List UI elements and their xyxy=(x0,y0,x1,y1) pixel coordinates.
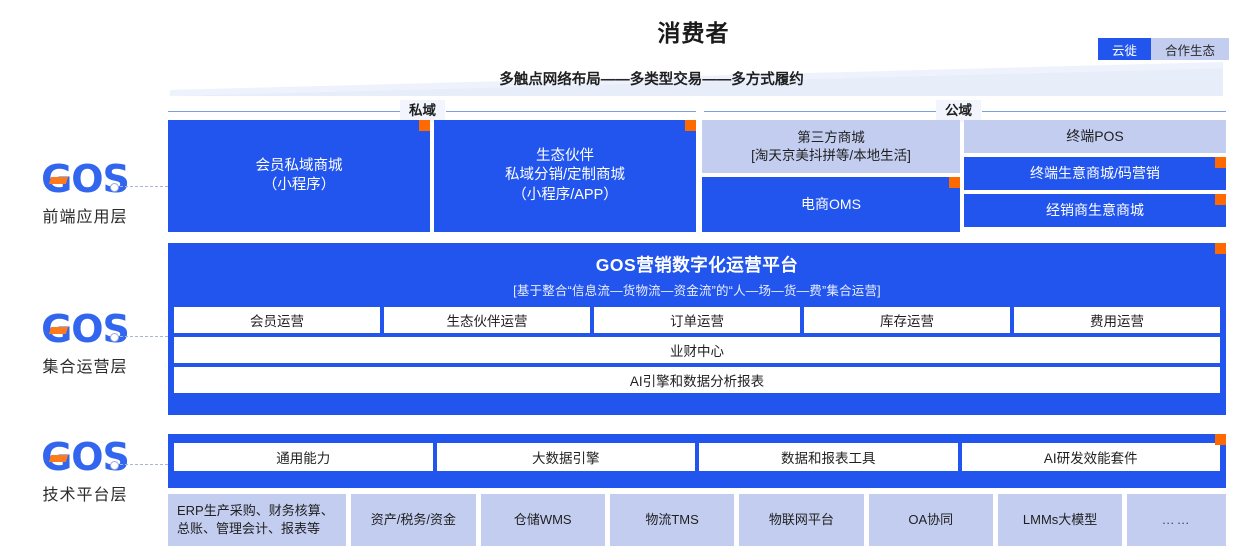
ops-row-ai-analytics[interactable]: AI引擎和数据分析报表 xyxy=(174,367,1220,393)
ops-module-expense[interactable]: 费用运营 xyxy=(1014,307,1220,333)
card-text: 会员私域商城 （小程序） xyxy=(255,157,343,193)
funnel-banner: 多触点网络布局——多类型交易——多方式履约 xyxy=(170,62,1223,96)
foundation-item-tms[interactable]: 物流TMS xyxy=(609,494,735,546)
card-text: 第三方商城 [淘天京美抖拼等/本地生活] xyxy=(751,129,911,163)
card-text: 经销商生意商城 xyxy=(1046,202,1144,219)
tech-module-general-capability[interactable]: 通用能力 xyxy=(174,443,433,471)
domain-divider: 私域 公域 xyxy=(168,100,1226,122)
card-text: 电商OMS xyxy=(801,196,861,213)
corner-marker-icon xyxy=(1215,194,1226,205)
frontend-card-terminal-business-mall[interactable]: 终端生意商城/码营销 xyxy=(964,157,1226,190)
corner-marker-icon xyxy=(1215,434,1226,445)
rail-label-tech: 技术平台层 xyxy=(42,487,128,504)
gos-logo-ops: GOS xyxy=(41,310,130,348)
legend-item-brand: 云徙 xyxy=(1097,38,1151,60)
connector-dot-icon xyxy=(110,460,119,470)
legend-item-partner: 合作生态 xyxy=(1150,38,1229,60)
domain-line-right xyxy=(982,111,1226,112)
connector-frontend xyxy=(110,182,168,192)
foundation-item-asset-tax[interactable]: 资产/税务/资金 xyxy=(351,494,476,546)
ops-module-stock[interactable]: 库存运营 xyxy=(804,307,1010,333)
corner-marker-icon xyxy=(419,120,430,131)
foundation-item-lmms[interactable]: LMMs大模型 xyxy=(997,494,1123,546)
funnel-shape xyxy=(170,62,1223,96)
funnel-label: 多触点网络布局——多类型交易——多方式履约 xyxy=(499,72,804,88)
gos-logo-tech: GOS xyxy=(41,438,130,476)
card-text: 生态伙伴 私域分销/定制商城 （小程序/APP） xyxy=(504,148,626,203)
tech-module-row: 通用能力 大数据引擎 数据和报表工具 AI研发效能套件 xyxy=(174,443,1220,471)
rail-label-frontend: 前端应用层 xyxy=(42,209,128,226)
connector-dash-line xyxy=(120,336,168,338)
domain-label-public: 公域 xyxy=(936,100,981,122)
card-text: 终端POS xyxy=(1066,128,1124,145)
ops-module-order[interactable]: 订单运营 xyxy=(594,307,800,333)
tech-module-report-tools[interactable]: 数据和报表工具 xyxy=(699,443,958,471)
gos-logo-accent-icon xyxy=(48,327,69,334)
corner-marker-icon xyxy=(1215,243,1226,254)
ops-module-row: 会员运营 生态伙伴运营 订单运营 库存运营 费用运营 xyxy=(174,307,1220,333)
rail-tech: GOS 技术平台层 xyxy=(10,438,160,505)
page-title-text: 消费者 xyxy=(657,20,730,46)
rail-ops: GOS 集合运营层 xyxy=(10,310,160,377)
frontend-card-ecommerce-oms[interactable]: 电商OMS xyxy=(702,177,960,232)
frontend-card-third-party-mall[interactable]: 第三方商城 [淘天京美抖拼等/本地生活] xyxy=(702,120,960,173)
domain-line-mid-b xyxy=(704,111,936,112)
card-text: 终端生意商城/码营销 xyxy=(1030,165,1160,182)
ops-row-finance-center[interactable]: 业财中心 xyxy=(174,337,1220,363)
frontend-card-terminal-pos[interactable]: 终端POS xyxy=(964,120,1226,153)
legend: 云徙 合作生态 xyxy=(1097,38,1229,60)
corner-marker-icon xyxy=(949,177,960,188)
domain-line-mid-a xyxy=(446,111,696,112)
corner-marker-icon xyxy=(685,120,696,131)
rail-frontend: GOS 前端应用层 xyxy=(10,160,160,227)
foundation-item-more[interactable]: …… xyxy=(1127,494,1227,546)
connector-dot-icon xyxy=(110,332,119,342)
foundation-systems-row: ERP生产采购、财务核算、总账、管理会计、报表等 资产/税务/资金 仓储WMS … xyxy=(168,494,1227,546)
frontend-card-ecosystem-partner[interactable]: 生态伙伴 私域分销/定制商城 （小程序/APP） xyxy=(434,120,696,232)
domain-line-left xyxy=(168,111,400,112)
frontend-card-member-mall[interactable]: 会员私域商城 （小程序） xyxy=(168,120,430,232)
ops-platform-subtitle: [基于整合“信息流—货物流—资金流”的“人—场—货—费”集合运营] xyxy=(513,284,881,298)
connector-tech xyxy=(110,460,168,470)
gos-logo-frontend: GOS xyxy=(41,160,130,198)
domain-label-private: 私域 xyxy=(400,100,445,122)
page-title: 消费者 xyxy=(0,14,1243,48)
foundation-item-oa[interactable]: OA协同 xyxy=(868,494,993,546)
gos-logo-accent-icon xyxy=(48,177,69,184)
frontend-application-layer: 会员私域商城 （小程序） 生态伙伴 私域分销/定制商城 （小程序/APP） 第三… xyxy=(168,120,1226,232)
gos-logo-accent-icon xyxy=(48,455,69,462)
foundation-item-erp[interactable]: ERP生产采购、财务核算、总账、管理会计、报表等 xyxy=(168,494,347,546)
foundation-item-iot[interactable]: 物联网平台 xyxy=(739,494,864,546)
connector-dash-line xyxy=(120,186,168,188)
connector-dash-line xyxy=(120,464,168,466)
ops-platform-title: GOS营销数字化运营平台 xyxy=(595,255,799,275)
tech-module-ai-devkit[interactable]: AI研发效能套件 xyxy=(961,443,1220,471)
aggregated-operation-layer: GOS营销数字化运营平台 [基于整合“信息流—货物流—资金流”的“人—场—货—费… xyxy=(168,243,1226,415)
foundation-item-wms[interactable]: 仓储WMS xyxy=(480,494,605,546)
ops-module-member[interactable]: 会员运营 xyxy=(174,307,380,333)
connector-ops xyxy=(110,332,168,342)
tech-module-bigdata-engine[interactable]: 大数据引擎 xyxy=(436,443,695,471)
frontend-card-distributor-business-mall[interactable]: 经销商生意商城 xyxy=(964,194,1226,227)
connector-dot-icon xyxy=(110,182,119,192)
corner-marker-icon xyxy=(1215,157,1226,168)
tech-platform-layer: 通用能力 大数据引擎 数据和报表工具 AI研发效能套件 xyxy=(168,434,1226,488)
rail-label-ops: 集合运营层 xyxy=(42,359,128,376)
ops-module-partner[interactable]: 生态伙伴运营 xyxy=(384,307,590,333)
